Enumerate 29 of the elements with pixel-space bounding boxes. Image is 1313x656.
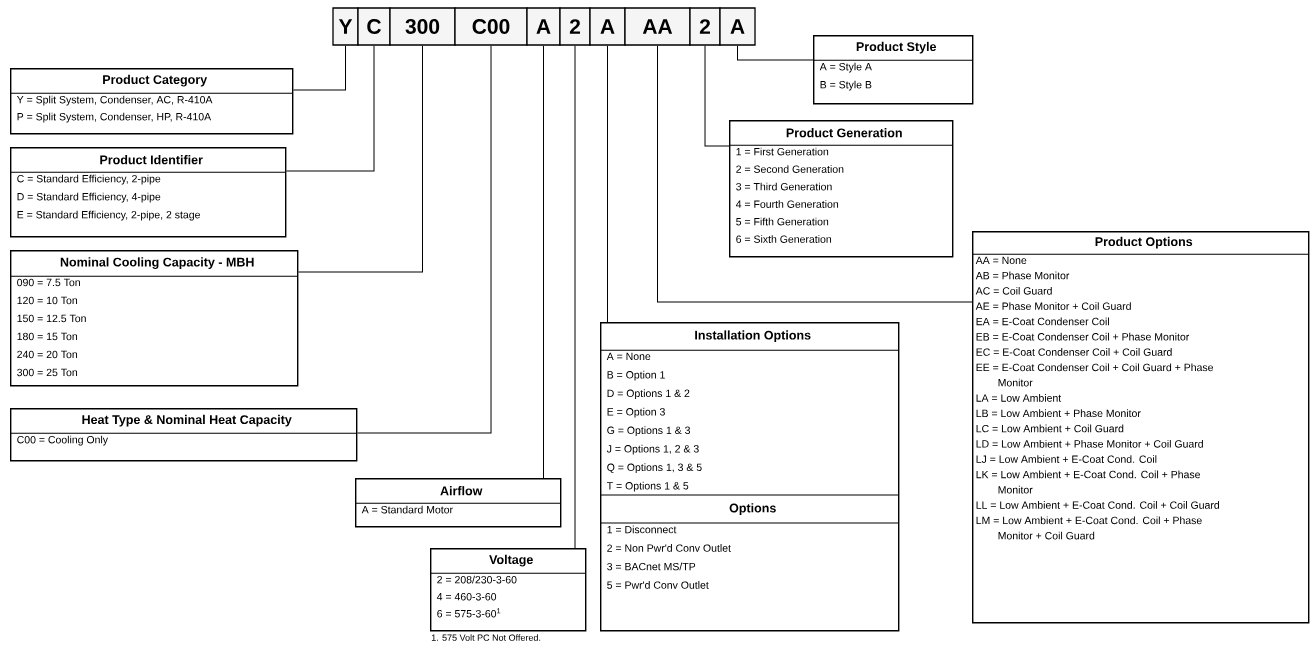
- code-segment: Y: [332, 7, 359, 46]
- code-segment: A: [526, 7, 561, 46]
- leader-line: [292, 45, 346, 91]
- code-table: Airflow A = Standard Motor: [355, 478, 562, 528]
- code-segment: A: [589, 7, 626, 46]
- leader-line: [574, 45, 576, 549]
- leader-line: [285, 45, 375, 172]
- leader-line: [297, 45, 423, 273]
- code-segment: 2: [689, 7, 721, 46]
- code-segment: A: [719, 7, 756, 46]
- leader-line: [607, 45, 608, 323]
- code-table: Voltage 2 = 208/230-3-60 4 = 460-3-60 6 = 575-3-60$^{1}$: [430, 548, 587, 632]
- code-table: Product Identifier C = Standard Efficiency, 2-pipe D = Standard Efficiency, 4-pipe E = Standard Efficiency, 2-pipe, 2 stage: [10, 147, 287, 238]
- code-table: Product Style A = Style A B = Style B: [813, 35, 974, 105]
- leader-line: [657, 45, 973, 303]
- leader-line: [704, 45, 730, 147]
- code-table: Product Category Y = Split System, Condenser, AC, R-410A P = Split System, Condenser, HP, R-410A: [10, 68, 294, 135]
- code-table: Product Generation 1 = First Generation 2 = Second Generation 3 = Third Generation 4 = Fourth Generation 5 = Fifth Generation 6 = Sixth Generation: [729, 120, 954, 258]
- code-table: Heat Type & Nominal Heat Capacity C00 = Cooling Only: [10, 408, 358, 462]
- code-segment: 300: [389, 7, 456, 46]
- code-segment: C: [357, 7, 391, 46]
- code-table: Product Options AA = None AB = Phase Monitor AC = Coil Guard AE = Phase Monitor + Coil Guard EA = E-Coat Condenser Coil EB = E-Coat Condenser Coil + Phase Monitor EC = E-Coat Condenser Coil + Coil Guard EE = E-Coat Condenser Coil + Coil Guard + Phase Monitor LA = Low Ambient LB = Low Ambient + Phase Monitor LC = Low Ambient + Coil Guard LD = Low Ambient + Phase Monitor + Coil Guard LJ = Low Ambient + E-Coat Cond. Coil LK = Low Ambient + E-Coat Cond. Coil + Phase Monitor LL = Low Ambient + E-Coat Cond. Coil + Coil Guard LM = Low Ambient + E-Coat Cond. Coil + Phase Monitor + Coil Guard: [972, 231, 1310, 624]
- footnote: 1. 575 Volt PC Not Offered.: [431, 634, 541, 641]
- leader-line: [737, 45, 814, 61]
- leader-line: [356, 45, 492, 434]
- leader-line: [543, 45, 544, 479]
- code-table: Installation Options A = None B = Option 1 D = Options 1 & 2 E = Option 3 G = Options 1 & 3 J = Options 1, 2 & 3 Q = Options 1, 3 & 5 T = Options 1 & 5 Options 1 = Disconnect 2 = Non Pwr'd Conv Outlet 3 = BACnet MS/TP 5 = Pwr'd Conv Outlet: [600, 322, 900, 632]
- code-segment: 2: [559, 7, 591, 46]
- code-table: Nominal Cooling Capacity - MBH 090 = 7.5 Ton 120 = 10 Ton 150 = 12.5 Ton 180 = 15 Ton 240 = 20 Ton 300 = 25 Ton: [10, 250, 299, 387]
